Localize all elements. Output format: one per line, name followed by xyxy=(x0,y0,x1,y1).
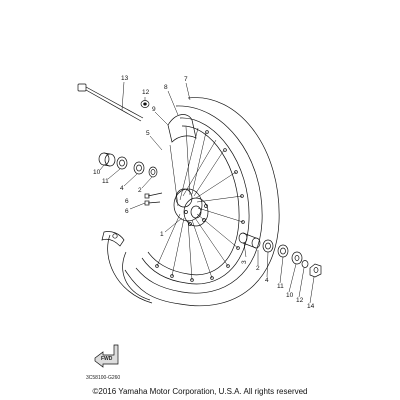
wheel-hub xyxy=(173,188,209,227)
callout-2-right: 2 xyxy=(256,265,260,272)
axle-nut xyxy=(309,263,322,278)
upper-washer xyxy=(140,100,150,108)
right-washer xyxy=(301,260,309,268)
left-collar xyxy=(98,152,116,167)
callout-12-right: 12 xyxy=(296,297,304,304)
brake-disc-bolts xyxy=(144,192,163,206)
left-oil-seal xyxy=(116,156,128,170)
callout-4-right: 4 xyxy=(265,277,269,284)
callout-9: 9 xyxy=(152,106,156,113)
callout-13: 13 xyxy=(121,75,129,82)
spokes xyxy=(156,126,244,281)
callout-6-lower: 6 xyxy=(125,208,129,215)
fwd-label: FWD xyxy=(101,356,113,362)
callout-8: 8 xyxy=(164,84,168,91)
wheel-rim xyxy=(141,117,250,285)
callout-10-right: 10 xyxy=(286,292,294,299)
leader-lines xyxy=(99,81,315,304)
callout-12: 12 xyxy=(142,89,150,96)
right-spacer-tube xyxy=(238,232,261,249)
right-collar xyxy=(291,251,303,265)
callout-11: 11 xyxy=(102,178,109,185)
callout-14: 14 xyxy=(307,303,315,310)
callout-1: 1 xyxy=(160,231,164,238)
tire xyxy=(107,97,280,307)
left-spacer xyxy=(148,166,158,178)
rim-spoke-holes xyxy=(155,130,245,282)
callout-5: 5 xyxy=(146,130,150,137)
callout-2: 2 xyxy=(138,187,142,194)
callout-4: 4 xyxy=(120,185,124,192)
callout-6-upper: 6 xyxy=(125,198,129,205)
right-oil-seal xyxy=(277,244,289,258)
part-code: 3C58100-G260 xyxy=(86,375,120,381)
left-bearing xyxy=(133,161,145,175)
inner-tube xyxy=(101,231,125,247)
callout-7: 7 xyxy=(184,76,188,83)
callout-10: 10 xyxy=(93,169,101,176)
callout-3: 3 xyxy=(241,260,248,264)
callout-11-right: 11 xyxy=(277,283,284,290)
front-axle xyxy=(77,83,144,122)
callout-labels: 13 12 9 8 7 5 10 11 4 2 6 6 1 3 2 4 11 1… xyxy=(86,75,315,381)
forward-arrow-icon xyxy=(94,344,119,368)
rim-band xyxy=(167,114,197,143)
right-bearing xyxy=(262,239,274,253)
copyright-notice: ©2016 Yamaha Motor Corporation, U.S.A. A… xyxy=(92,387,308,396)
